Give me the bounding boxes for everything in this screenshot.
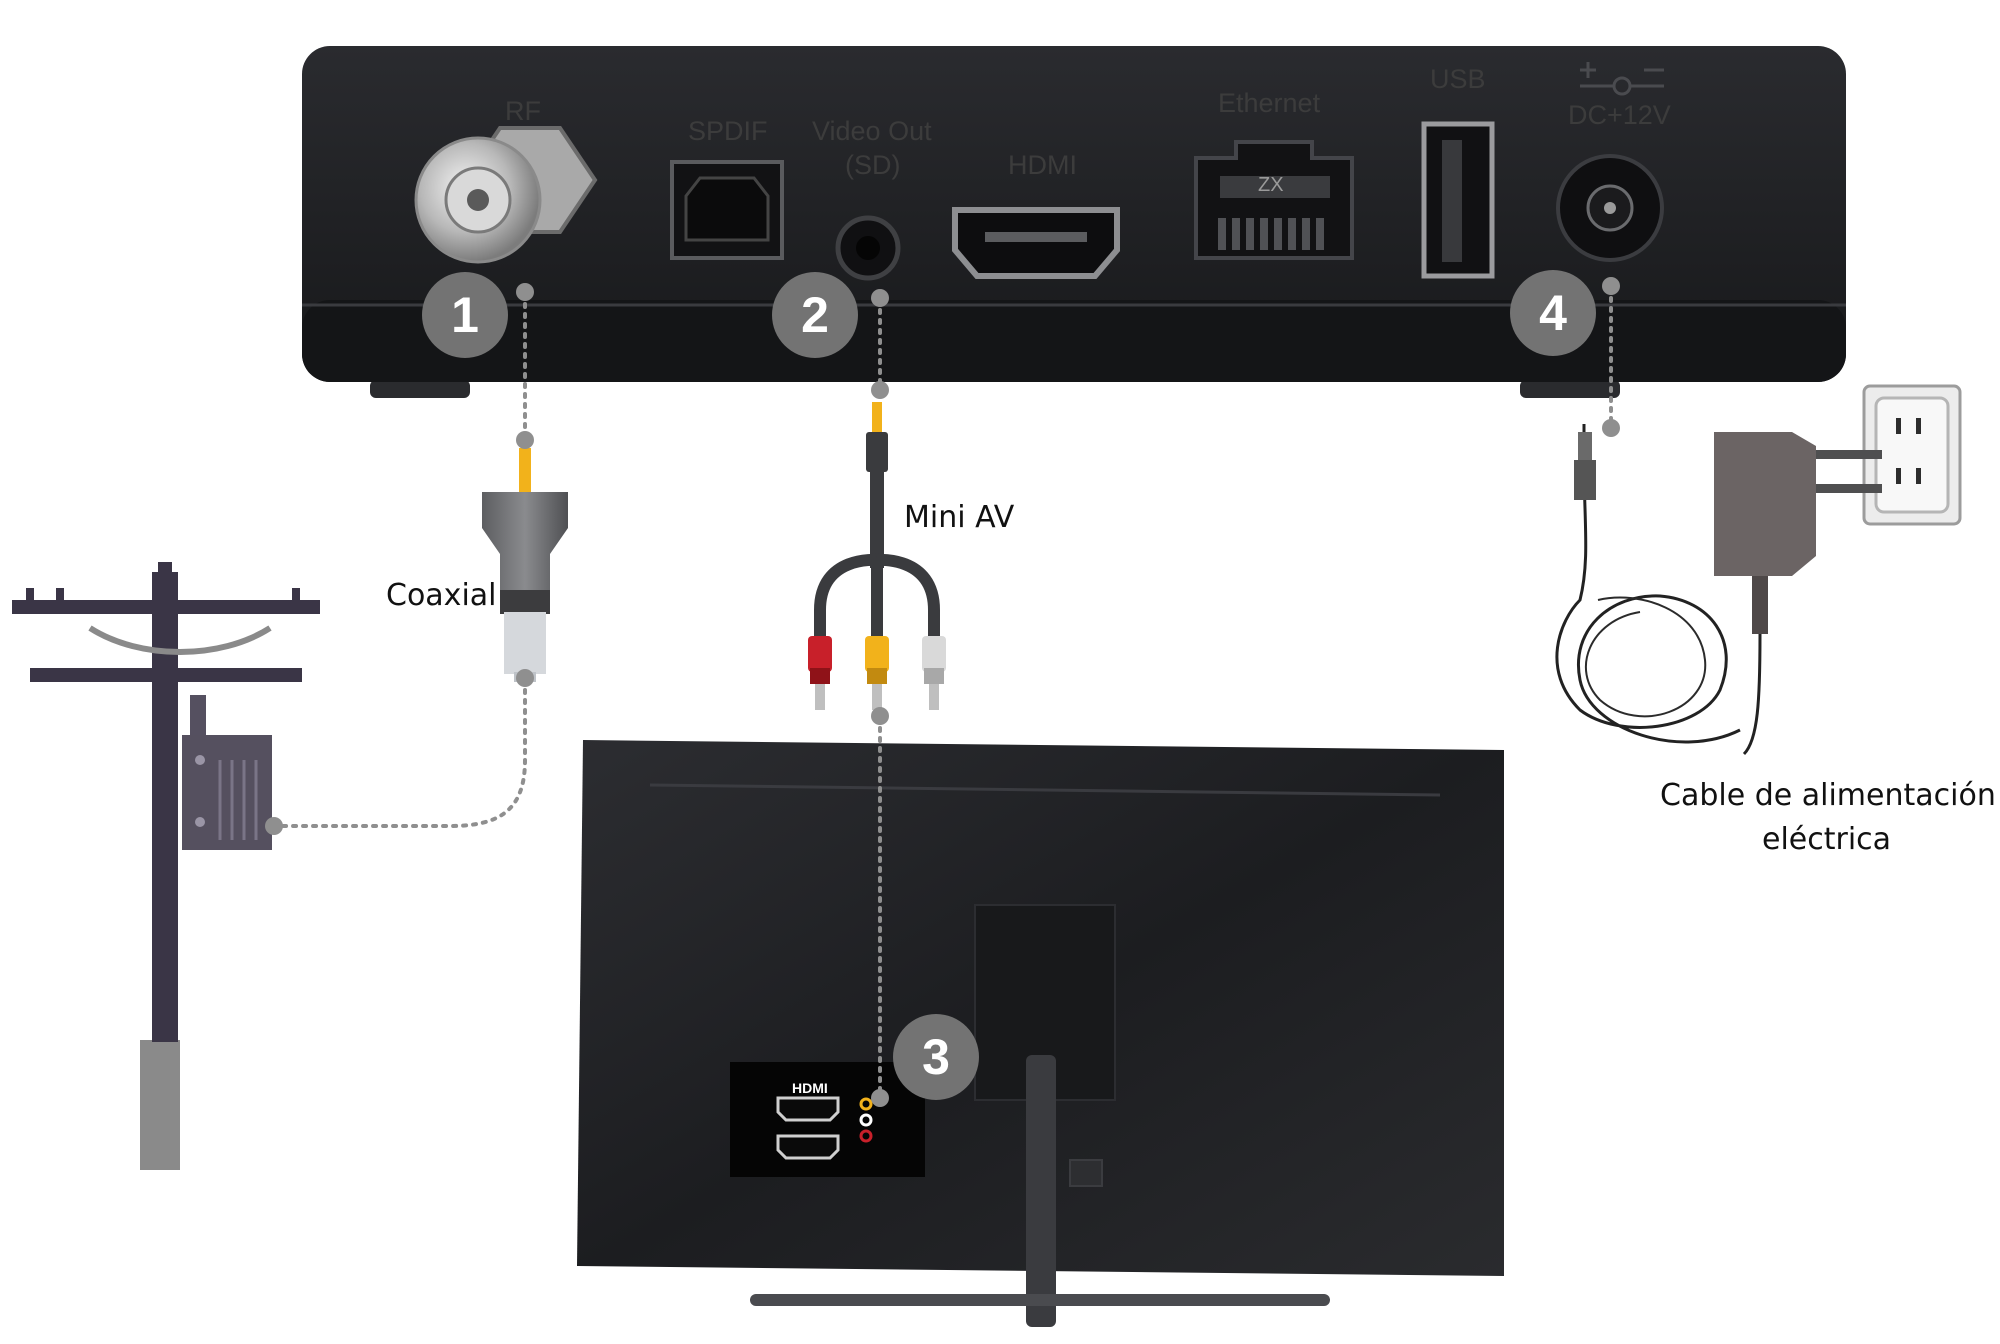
label-power-cable-line2: eléctrica [1762,822,1892,857]
adapter-body [1714,432,1816,576]
port-label-usb: USB [1430,64,1486,94]
tv-stand-post [1026,1055,1056,1327]
hdmi-port [952,207,1120,279]
spdif-port [670,160,784,260]
ethernet-badge-label: ZX [1258,174,1284,196]
device-foot [370,380,470,398]
set-top-box [302,46,1846,398]
connection-dots [265,277,1620,1107]
ethernet-port [1194,140,1354,260]
label-power-cable-line1: Cable de alimentación [1660,778,1996,813]
label-mini-av: Mini AV [904,500,1015,535]
rf-port [414,126,598,264]
port-label-spdif: SPDIF [688,116,768,146]
usb-port [1421,121,1495,279]
connection-lines [274,286,1613,1100]
port-label-ethernet: Ethernet [1218,88,1321,118]
tv-stand-base [750,1294,1330,1306]
port-label-rf: RF [505,96,541,126]
utility-pole [12,562,320,1170]
tv-hdmi-port [776,1096,840,1160]
dc-polarity-icon [1580,62,1664,96]
tv-hdmi-label: HDMI [792,1080,828,1096]
rca-red-plug [808,636,832,710]
step-badge-2: 2 [772,272,858,358]
video-out-port [835,215,901,281]
label-coaxial: Coaxial [386,578,497,613]
coaxial-cable [482,448,568,682]
device-base [302,300,1846,382]
step-badge-3: 3 [893,1014,979,1100]
line-coax-pole [274,678,527,828]
port-label-video-out-sd: (SD) [845,150,901,180]
television [577,740,1504,1327]
mini-av-cable [808,402,946,710]
port-label-video-out: Video Out [812,116,932,146]
rca-yellow-plug [865,636,889,710]
step-badge-4: 4 [1510,270,1596,356]
port-label-hdmi: HDMI [1008,150,1077,180]
port-label-dc: DC+12V [1568,100,1671,130]
step-badge-1: 1 [422,272,508,358]
rca-white-plug [922,636,946,710]
tv-rca-ports [859,1097,873,1143]
dc-power-port [1556,154,1664,262]
power-adapter [1555,384,1962,756]
device-foot [1520,380,1620,398]
